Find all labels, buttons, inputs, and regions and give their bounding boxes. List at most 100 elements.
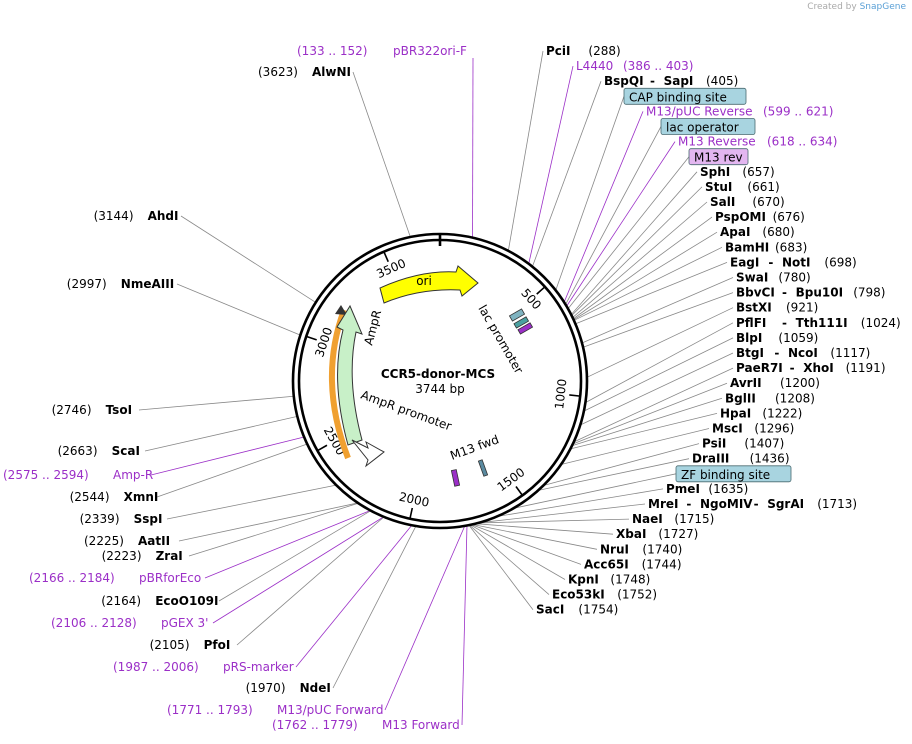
site-position: (1752)	[617, 588, 657, 602]
site-label-btgi[interactable]: BtgI-NcoI(1117)	[736, 346, 870, 360]
site-label-msci[interactable]: MscI(1296)	[712, 422, 794, 436]
site-label-ecoo109i[interactable]: (2164)EcoO109I	[101, 594, 218, 608]
site-label-bglii[interactable]: BglII(1208)	[725, 391, 815, 405]
site-label-l4440[interactable]: L4440(386 .. 403)	[576, 59, 693, 73]
plasmid-length: 3744 bp	[415, 382, 465, 396]
site-label-sspi[interactable]: (2339)SspI	[80, 512, 163, 526]
site-name: BlpI	[736, 331, 762, 345]
site-name: BglII	[725, 391, 756, 405]
site-label-pflfi[interactable]: PflFI-Tth111I(1024)	[736, 316, 901, 330]
scale-tick	[536, 286, 546, 295]
site-label-apai[interactable]: ApaI(680)	[720, 225, 795, 239]
site-label-kpni[interactable]: KpnI(1748)	[568, 573, 650, 587]
site-label-xbai[interactable]: XbaI(1727)	[616, 527, 698, 541]
scale-tick-label: 3500	[374, 256, 408, 281]
site-label-ndei[interactable]: (1970)NdeI	[246, 681, 331, 695]
leader-line	[513, 473, 677, 509]
site-label-scai[interactable]: (2663)ScaI	[58, 444, 140, 458]
site-label-pfoi[interactable]: (2105)PfoI	[150, 638, 231, 652]
site-name: KpnI	[568, 573, 599, 587]
site-label-pbr322ori-f[interactable]: (133 .. 152)pBR322ori-F	[297, 44, 467, 58]
leader-line	[150, 436, 305, 476]
site-label-zrai[interactable]: (2223)ZraI	[102, 549, 183, 563]
site-label-lac-operator[interactable]: lac operator	[660, 118, 756, 135]
site-name: Eco53kI	[552, 588, 605, 602]
site-name: SgrAI	[767, 497, 804, 511]
site-name: BstXI	[736, 301, 772, 315]
lac-operator-mark[interactable]	[513, 316, 530, 329]
site-label-bbvci[interactable]: BbvCI-Bpu10I(798)	[736, 286, 885, 300]
site-label-pspomi[interactable]: PspOMI(676)	[715, 210, 805, 224]
scale-tick	[409, 507, 414, 519]
site-label-naei[interactable]: NaeI(1715)	[632, 512, 714, 526]
site-name: Bpu10I	[796, 286, 843, 300]
site-label-bamhi[interactable]: BamHI(683)	[725, 240, 807, 254]
site-label-m13-reverse[interactable]: M13 Reverse(618 .. 634)	[678, 135, 837, 149]
site-position: (1970)	[246, 681, 286, 695]
site-label-acc65i[interactable]: Acc65I(1744)	[584, 557, 682, 571]
ori-feature[interactable]	[379, 265, 479, 304]
site-label-paer7i[interactable]: PaeR7I-XhoI(1191)	[736, 361, 886, 375]
feature-box-label: M13 rev	[694, 151, 743, 165]
leader-line	[352, 71, 411, 238]
site-name: XmnI	[124, 490, 159, 504]
site-label-alwni[interactable]: (3623)AlwNI	[258, 65, 351, 79]
site-label-aatii[interactable]: (2225)AatII	[84, 534, 170, 548]
site-label-hpai[interactable]: HpaI(1222)	[720, 406, 802, 420]
site-label-eco53ki[interactable]: Eco53kI (1752)	[552, 588, 657, 602]
site-name: NgoMIV	[700, 497, 753, 511]
m13-fwd-mark[interactable]	[450, 469, 461, 487]
site-label-mrei[interactable]: MreI-NgoMIV-SgrAI(1713)	[648, 497, 857, 511]
site-label-amp-r[interactable]: (2575 .. 2594)Amp-R	[3, 468, 153, 482]
site-label-psii[interactable]: PsiI(1407)	[702, 437, 784, 451]
site-label-prs-marker[interactable]: (1987 .. 2006)pRS-marker	[113, 660, 294, 674]
site-label-bspqi[interactable]: BspQI-SapI(405)	[604, 74, 738, 88]
leader-line	[572, 382, 728, 445]
site-label-xmni[interactable]: (2544)XmnI	[70, 490, 159, 504]
site-position: (2106 .. 2128)	[51, 616, 137, 630]
site-label-stui[interactable]: StuI(661)	[705, 180, 780, 194]
site-label-pcii[interactable]: PciI(288)	[546, 44, 621, 58]
site-label-cap-binding-site[interactable]: CAP binding site	[623, 87, 747, 105]
site-label-sphi[interactable]: SphI(657)	[700, 165, 775, 179]
site-label-swai[interactable]: SwaI(780)	[736, 271, 811, 285]
site-label-bstxi[interactable]: BstXI(921)	[736, 301, 818, 315]
site-label-ahdi[interactable]: (3144)AhdI	[94, 209, 179, 223]
site-label-m13-rev[interactable]: M13 rev	[688, 148, 749, 166]
site-name: PfoI	[204, 638, 231, 652]
site-label-nmeaiii[interactable]: (2997)NmeAIII	[67, 277, 174, 291]
site-label-zf-binding-site[interactable]: ZF binding site	[675, 465, 792, 483]
site-label-tsoi[interactable]: (2746)TsoI	[52, 403, 132, 417]
leader-line	[528, 66, 574, 264]
site-label-blpi[interactable]: BlpI(1059)	[736, 331, 818, 345]
cap-site-mark[interactable]	[508, 308, 526, 322]
site-name: SspI	[134, 512, 163, 526]
leader-line	[472, 524, 598, 550]
leader-line	[178, 502, 359, 542]
site-position: (670)	[752, 195, 784, 209]
site-position: (133 .. 152)	[297, 44, 367, 58]
ampr-promoter-feature[interactable]	[351, 439, 385, 468]
scale-tick	[383, 251, 389, 263]
leader-line	[582, 292, 734, 348]
site-label-pbrforeco[interactable]: (2166 .. 2184)pBRforEco	[29, 571, 201, 585]
site-label-m13-puc-reverse[interactable]: M13/pUC Reverse(599 .. 621)	[646, 104, 833, 118]
leader-line	[583, 337, 734, 412]
site-label-nrui[interactable]: NruI(1740)	[600, 542, 682, 556]
site-label-m13-forward[interactable]: (1762 .. 1779)M13 Forward	[272, 718, 460, 732]
site-position: (288)	[588, 44, 620, 58]
ampr-feature[interactable]	[336, 304, 363, 446]
leader-line	[532, 81, 602, 267]
site-position: (405)	[706, 74, 738, 88]
site-label-avrii[interactable]: AvrII(1200)	[730, 376, 820, 390]
site-label-pgex-3[interactable]: (2106 .. 2128)pGEX 3'	[51, 616, 208, 630]
site-label-draiii[interactable]: DraIII(1436)	[692, 452, 790, 466]
site-label-pmei[interactable]: PmeI(1635)	[666, 482, 748, 496]
m13-rev-mark[interactable]	[517, 322, 534, 335]
zf-site-mark[interactable]	[477, 459, 489, 477]
plasmid-name: CCR5-donor-MCS	[381, 367, 495, 381]
site-label-sali[interactable]: SalI(670)	[710, 195, 785, 209]
site-label-saci[interactable]: SacI(1754)	[536, 603, 618, 617]
site-label-eagi[interactable]: EagI-NotI(698)	[730, 255, 857, 269]
site-label-m13-puc-forward[interactable]: (1771 .. 1793)M13/pUC Forward	[167, 703, 384, 717]
